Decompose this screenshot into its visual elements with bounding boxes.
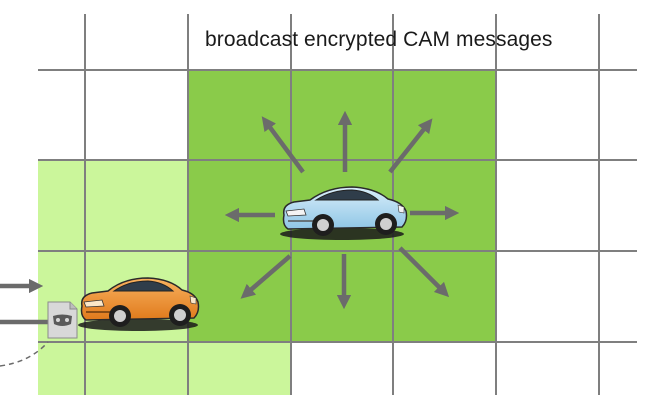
broadcast-arrow-up-right <box>388 118 433 174</box>
encrypted-document-icon <box>47 301 78 339</box>
broadcast-arrow-down-left <box>240 254 292 299</box>
broadcasting-car-icon <box>280 186 408 240</box>
receiving-car-icon <box>78 277 200 331</box>
broadcast-arrow-down-right <box>398 246 450 298</box>
broadcast-arrows <box>224 110 460 310</box>
sender-zone-lower <box>188 342 291 395</box>
incoming-arrows <box>0 278 48 325</box>
dashed-path <box>0 341 49 367</box>
diagram-caption: broadcast encrypted CAM messages <box>205 28 553 51</box>
broadcast-arrow-up-left <box>261 116 305 174</box>
sender-zone-upper <box>38 160 188 395</box>
